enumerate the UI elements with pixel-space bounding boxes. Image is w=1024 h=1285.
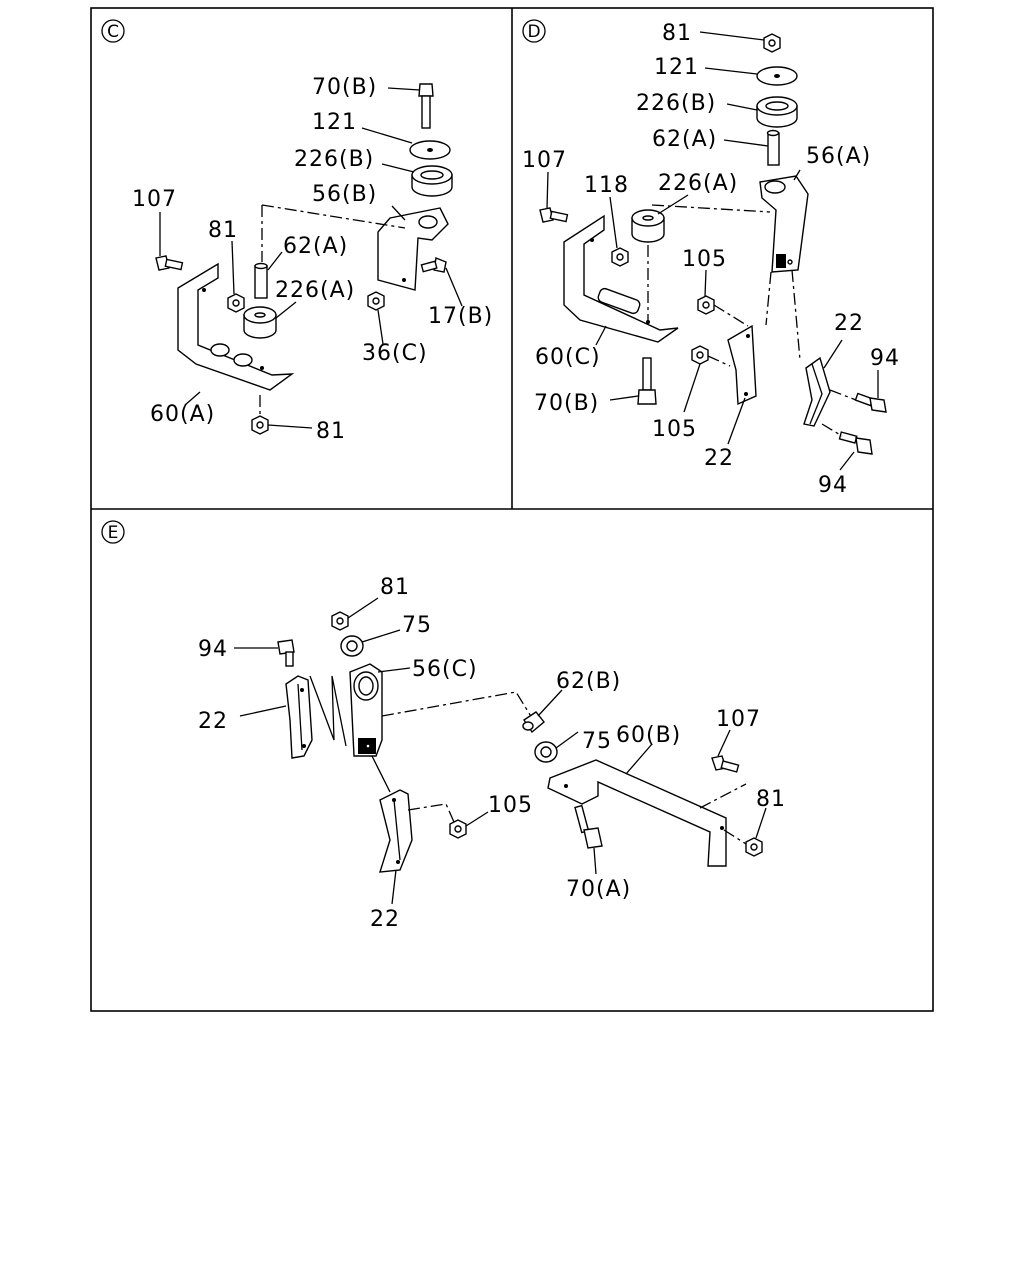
label-56a: 56(A) (806, 144, 871, 169)
label-75b: 75 (582, 729, 612, 754)
label-17b: 17(B) (428, 304, 493, 329)
clamp-22-icon (285, 675, 313, 759)
washer-121-icon (756, 66, 798, 86)
label-62b: 62(B) (556, 669, 621, 694)
label-70b: 70(B) (534, 391, 599, 416)
bolt-70b-icon (418, 83, 434, 129)
label-121: 121 (654, 55, 699, 80)
bracket-60c-icon (563, 214, 679, 343)
label-81a: 81 (208, 218, 238, 243)
label-22a: 22 (198, 709, 228, 734)
panel-d-tag: D (522, 19, 546, 43)
bolt-107-icon (711, 755, 740, 773)
label-226b: 226(B) (636, 91, 716, 116)
label-105b: 105 (652, 417, 697, 442)
rubber-226a-icon (243, 306, 277, 339)
svg-text:C: C (107, 22, 119, 42)
nut-81-bottom-icon (251, 415, 269, 435)
collar-62a-icon (254, 262, 268, 299)
label-226b: 226(B) (294, 147, 374, 172)
label-22b: 22 (370, 907, 400, 932)
label-107: 107 (716, 707, 761, 732)
label-226a: 226(A) (658, 171, 738, 196)
label-22b: 22 (704, 446, 734, 471)
label-94a: 94 (870, 346, 900, 371)
nut-105-icon (697, 295, 715, 315)
bracket-56b-icon (377, 207, 449, 291)
label-60b: 60(B) (616, 723, 681, 748)
rubber-226a-icon (631, 209, 665, 243)
bracket-56a-icon (759, 175, 809, 273)
label-107: 107 (522, 148, 567, 173)
nut-118-icon (611, 247, 629, 267)
label-62a: 62(A) (652, 127, 717, 152)
label-105a: 105 (682, 247, 727, 272)
label-60a: 60(A) (150, 402, 215, 427)
label-94: 94 (198, 637, 228, 662)
label-81a: 81 (380, 575, 410, 600)
bracket-60a-icon (177, 262, 295, 391)
panel-e-tag: E (101, 520, 125, 544)
bracket-56c-icon (349, 663, 383, 757)
svg-text:E: E (108, 523, 119, 543)
label-56b: 56(B) (312, 182, 377, 207)
panel-c: C 70(B) 121 226(B) 56(B) (101, 19, 493, 444)
label-81b: 81 (316, 419, 346, 444)
bolt-17b-icon (420, 257, 447, 273)
clamp-22-right-icon (803, 356, 831, 427)
bolt-94-icon (854, 392, 887, 413)
collar-62b-icon (522, 711, 545, 734)
panel-c-tag: C (101, 19, 125, 43)
label-118: 118 (584, 173, 629, 198)
collar-62a-icon (766, 129, 780, 166)
label-70a: 70(A) (566, 877, 631, 902)
rubber-226b-icon (411, 165, 453, 197)
nut-81-icon (227, 293, 245, 313)
label-62a: 62(A) (283, 234, 348, 259)
bolt-94-icon (277, 639, 295, 667)
clamp-22-bottom-icon (379, 789, 413, 873)
panel-e: E 81 75 94 56(C) (101, 520, 786, 932)
label-121: 121 (312, 110, 357, 135)
label-226a: 226(A) (275, 278, 355, 303)
label-70b: 70(B) (312, 75, 377, 100)
bracket-60b-icon (547, 759, 727, 867)
nut-105-icon (449, 819, 467, 839)
nut-81-right-icon (745, 837, 763, 857)
bolt-70b-icon (637, 357, 657, 405)
nut-36c-icon (367, 291, 385, 311)
washer-75-right-icon (534, 741, 558, 763)
washer-121-icon (409, 140, 451, 160)
washer-75-icon (340, 635, 364, 657)
bolt-70a-icon (574, 804, 603, 849)
rubber-226b-icon (756, 96, 798, 128)
label-22a: 22 (834, 311, 864, 336)
label-105: 105 (488, 793, 533, 818)
label-56c: 56(C) (412, 657, 478, 682)
label-107: 107 (132, 187, 177, 212)
svg-text:D: D (527, 22, 540, 42)
label-60c: 60(C) (535, 345, 601, 370)
nut-81-icon (763, 33, 781, 53)
label-36c: 36(C) (362, 341, 428, 366)
label-75a: 75 (402, 613, 432, 638)
bolt-94-bottom-icon (838, 431, 873, 455)
bolt-107-icon (539, 207, 569, 223)
label-94b: 94 (818, 473, 848, 498)
nut-81-icon (331, 611, 349, 631)
panel-frames (90, 7, 934, 1012)
nut-105-bottom-icon (691, 345, 709, 365)
label-81b: 81 (756, 787, 786, 812)
panel-d: D 81 121 226(B) 62(A) (522, 19, 900, 498)
label-81: 81 (662, 21, 692, 46)
bolt-107-icon (155, 255, 184, 271)
clamp-22-icon (727, 324, 757, 406)
